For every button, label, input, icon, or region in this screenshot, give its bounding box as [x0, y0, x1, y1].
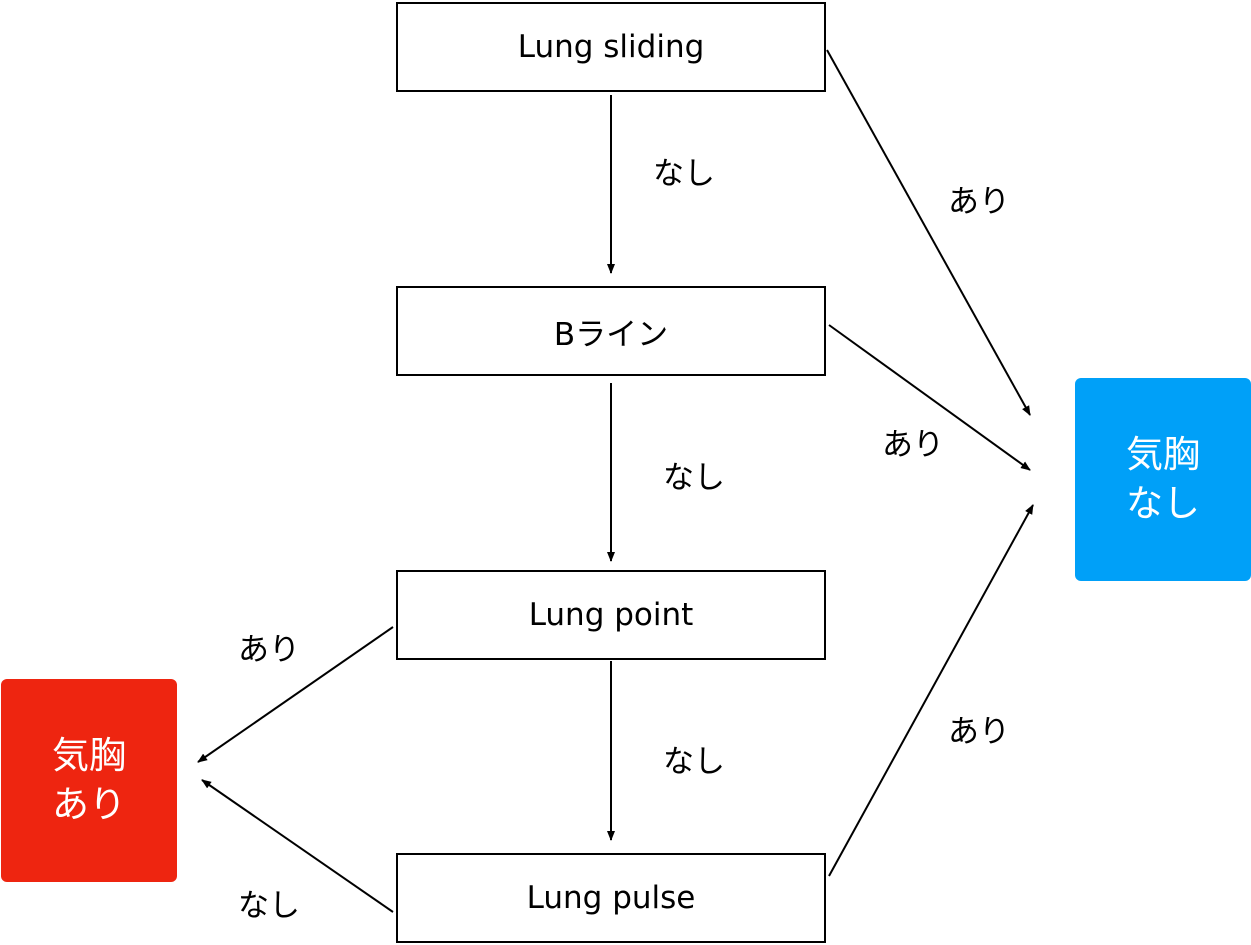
outcome-negative-line2: なし: [1126, 481, 1200, 525]
node-lung-sliding-label: Lung sliding: [517, 29, 705, 65]
node-lung-pulse: Lung pulse: [396, 853, 826, 943]
node-b-line-label: Bライン: [553, 316, 669, 353]
arrow-bline-to-negative: [828, 324, 1031, 471]
outcome-pneumothorax-positive: 気胸 あり: [1, 679, 177, 882]
arrow-pulse-to-negative: [828, 504, 1034, 877]
edge-label-sliding-to-bline: なし: [653, 156, 715, 192]
edge-label-bline-to-point: なし: [663, 460, 725, 496]
edge-label-pulse-to-positive: なし: [238, 888, 300, 924]
outcome-negative-line1: 気胸: [1126, 433, 1200, 477]
edge-label-pulse-to-negative: あり: [948, 714, 1010, 750]
node-lung-point-label: Lung point: [528, 597, 694, 633]
edge-label-point-to-positive: あり: [238, 632, 300, 668]
edge-label-point-to-pulse: なし: [663, 744, 725, 780]
arrow-pulse-to-positive: [201, 779, 394, 913]
outcome-pneumothorax-negative: 気胸 なし: [1075, 378, 1251, 581]
edge-label-sliding-to-negative: あり: [948, 184, 1010, 220]
outcome-positive-line2: あり: [52, 782, 126, 826]
node-lung-sliding: Lung sliding: [396, 2, 826, 92]
arrow-point-to-positive: [197, 626, 394, 763]
node-lung-point: Lung point: [396, 570, 826, 660]
node-lung-pulse-label: Lung pulse: [526, 880, 696, 916]
outcome-positive-line1: 気胸: [52, 734, 126, 778]
node-b-line: Bライン: [396, 286, 826, 376]
edge-label-bline-to-negative: あり: [882, 427, 944, 463]
arrow-sliding-to-negative: [826, 49, 1031, 416]
